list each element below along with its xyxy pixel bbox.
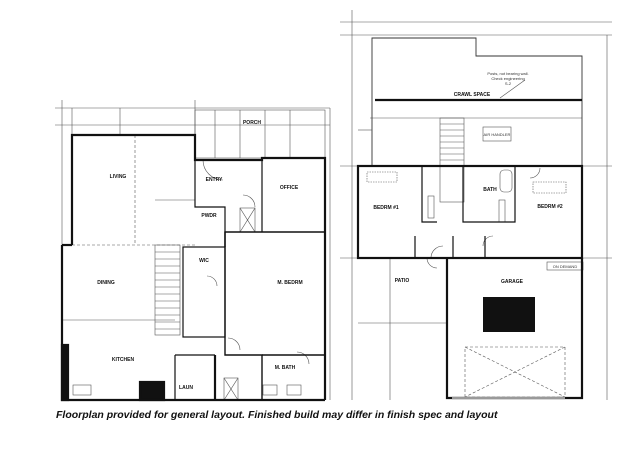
stairs xyxy=(154,244,181,336)
room-label-bedroom-2: BEDRM #2 xyxy=(537,204,563,210)
room-label-garage: GARAGE xyxy=(501,279,524,285)
main-floor-walls xyxy=(60,133,327,402)
room-label-bedroom-1: BEDRM #1 xyxy=(373,205,399,211)
room-label-kitchen: KITCHEN xyxy=(112,357,135,363)
note-line-3: S-2 xyxy=(505,81,512,86)
main-floor-room-labels: LIVING PORCH ENTRY OFFICE PWDR DINING WI… xyxy=(97,120,302,391)
air-handler-box xyxy=(482,126,512,142)
floorplan-disclaimer-caption: Floorplan provided for general layout. F… xyxy=(56,409,498,421)
room-label-laundry: LAUN xyxy=(179,385,193,391)
room-label-office: OFFICE xyxy=(280,185,299,191)
lower-stairs xyxy=(439,117,465,167)
room-label-dining: DINING xyxy=(97,280,115,286)
room-label-entry: ENTRY xyxy=(206,177,223,183)
garage-note-block xyxy=(483,297,535,332)
room-label-bath: BATH xyxy=(483,187,497,193)
room-label-air-handler: AIR HANDLER xyxy=(484,132,511,137)
room-label-porch: PORCH xyxy=(243,120,261,126)
room-label-wic: WIC xyxy=(199,258,209,264)
room-label-patio: PATIO xyxy=(395,278,410,284)
note-line-2: Check engineering xyxy=(491,76,524,81)
room-label-on-demand: ON DEMAND xyxy=(553,264,578,269)
lower-floor-labels: CRAWL SPACE AIR HANDLER Posts, not beari… xyxy=(373,71,577,285)
room-label-master-bedroom: M. BEDRM xyxy=(277,280,302,286)
room-label-master-bath: M. BATH xyxy=(275,365,296,371)
note-line-1: Posts, not bearing wall. xyxy=(487,71,528,76)
room-label-powder: PWDR xyxy=(201,213,217,219)
lower-floor-walls xyxy=(356,98,584,400)
room-label-crawl-space: CRAWL SPACE xyxy=(454,92,491,98)
room-label-living: LIVING xyxy=(110,174,127,180)
